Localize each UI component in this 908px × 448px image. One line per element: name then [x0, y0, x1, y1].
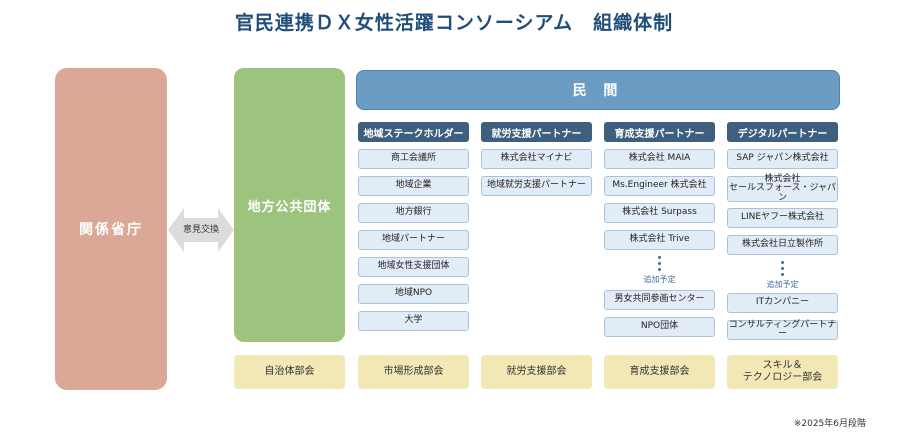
list-item: 男女共同参画センター [604, 290, 715, 310]
list-item: 地域企業 [358, 176, 469, 196]
bureau-market-formation: 市場形成部会 [358, 355, 469, 389]
bureau-skill-technology: スキル＆ テクノロジー部会 [727, 355, 838, 389]
double-arrow-icon [168, 208, 234, 252]
private-sector-header: 民 間 [356, 70, 840, 110]
list-item: 地方銀行 [358, 203, 469, 223]
list-item: 株式会社 Trive [604, 230, 715, 250]
list-item: SAP ジャパン株式会社 [727, 149, 838, 169]
column-header-employment: 就労支援パートナー [481, 122, 592, 142]
list-item: 地域就労支援パートナー [481, 176, 592, 196]
page-title: 官民連携ＤＸ女性活躍コンソーシアム 組織体制 [234, 12, 674, 34]
list-item: 株式会社 MAIA [604, 149, 715, 169]
column-header-digital: デジタルパートナー [727, 122, 838, 142]
list-item: Ms.Engineer 株式会社 [604, 176, 715, 196]
exchange-arrow: 意見交換 [168, 200, 234, 260]
bureau-local-government: 自治体部会 [234, 355, 345, 389]
footnote: ※2025年6月段階 [793, 419, 866, 429]
list-item: コンサルティングパートナー [727, 319, 838, 340]
ministry-box: 関係省庁 [55, 68, 167, 390]
planned-addition-label: 追加予定 [766, 280, 799, 289]
bureau-training-support: 育成支援部会 [604, 355, 715, 389]
list-item: 株式会社 セールスフォース・ジャパン [727, 173, 838, 203]
list-item: 地域パートナー [358, 230, 469, 250]
ellipsis-dots-icon [780, 261, 784, 277]
column-header-regional: 地域ステークホルダー [358, 122, 469, 142]
exchange-label: 意見交換 [182, 225, 219, 235]
list-item: 地域NPO [358, 284, 469, 304]
list-item: 地域女性支援団体 [358, 257, 469, 277]
bureau-employment-support: 就労支援部会 [481, 355, 592, 389]
planned-addition-label: 追加予定 [643, 275, 676, 284]
ellipsis-dots-icon [657, 256, 661, 272]
list-item: ITカンパニー [727, 293, 838, 313]
list-item: 株式会社 Surpass [604, 203, 715, 223]
list-item: LINEヤフー株式会社 [727, 208, 838, 228]
list-item: NPO団体 [604, 317, 715, 337]
column-header-training: 育成支援パートナー [604, 122, 715, 142]
list-item: 株式会社マイナビ [481, 149, 592, 169]
list-item: 大学 [358, 311, 469, 331]
list-item: 商工会議所 [358, 149, 469, 169]
local-government-box: 地方公共団体 [234, 68, 345, 342]
list-item: 株式会社日立製作所 [727, 235, 838, 255]
